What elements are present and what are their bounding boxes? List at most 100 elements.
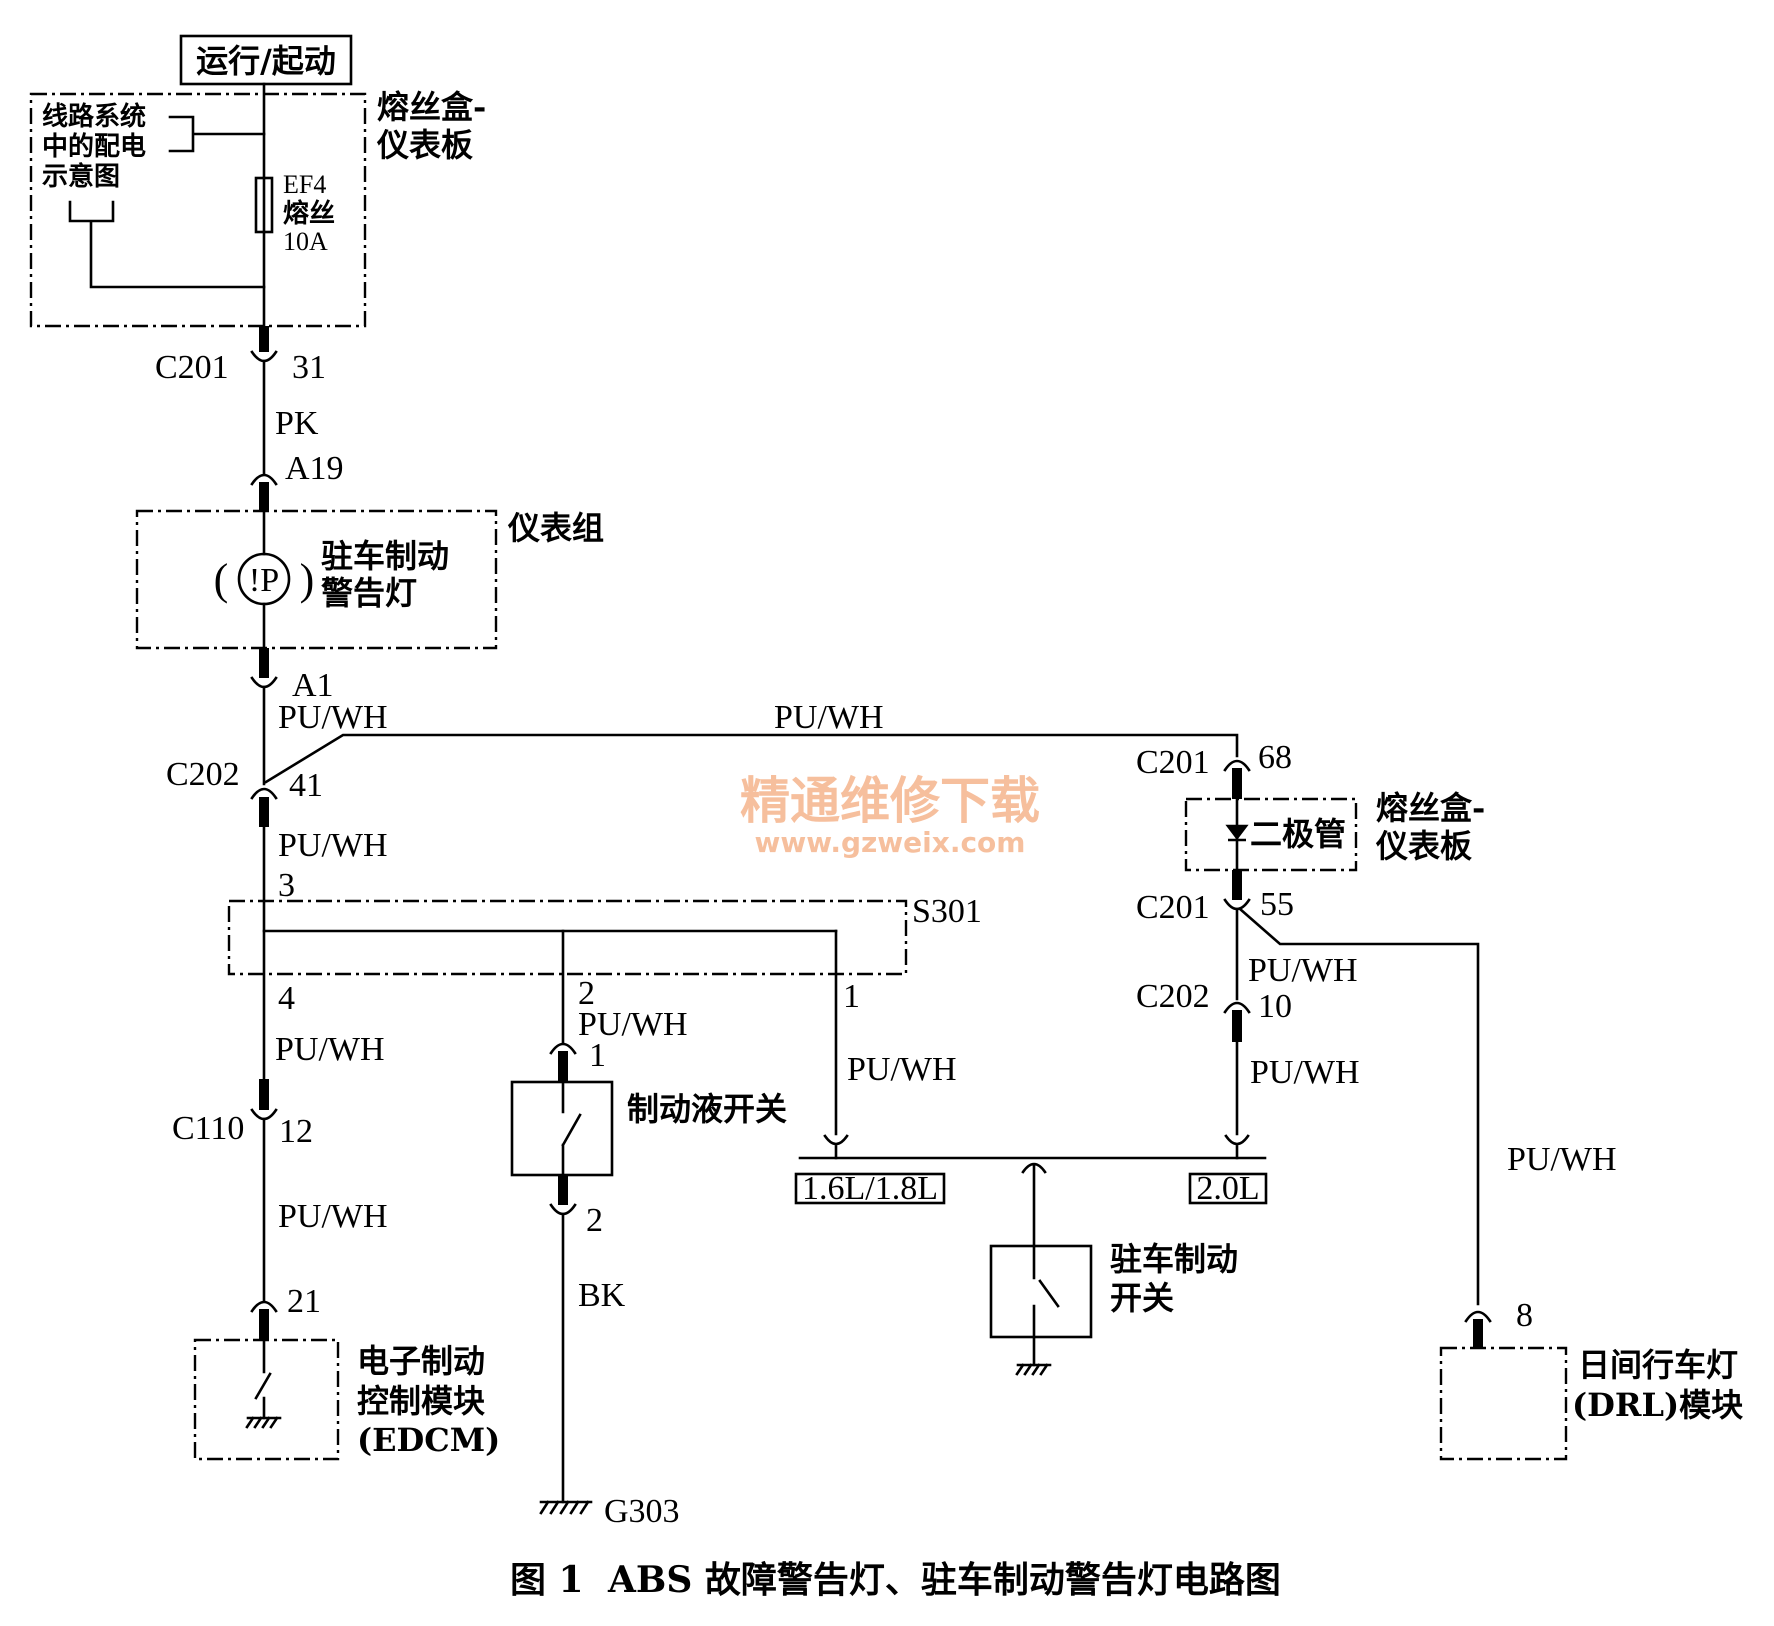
power-note-line2: 中的配电: [42, 131, 146, 162]
wire-label-4: PU/WH: [578, 1006, 688, 1043]
edcm-switch-icon: [254, 1338, 272, 1420]
lamp-label-line1: 驻车制动: [321, 537, 449, 575]
ground-g303-label: G303: [604, 1493, 680, 1530]
c202-left-name: C202: [166, 756, 240, 793]
wire-label-3: PU/WH: [278, 827, 388, 864]
brake-fluid-switch-icon: [561, 1080, 582, 1177]
drl-outline: [1439, 1346, 1568, 1461]
watermark-line1: 精通维修下载: [740, 772, 1040, 830]
connector-cap: [1223, 1001, 1251, 1014]
connector-cap: [250, 787, 278, 800]
connector-cup: [250, 1108, 278, 1121]
watermark-line2: www.gzweix.com: [755, 826, 1026, 859]
ground-g303-icon: [539, 1500, 593, 1515]
drl-pin: 8: [1516, 1297, 1533, 1334]
wire-label-6: PU/WH: [847, 1051, 957, 1088]
drl-label-line2: (DRL)模块: [1572, 1386, 1743, 1424]
connector-c110-12: [250, 1079, 278, 1121]
fluid-switch-pin-top: 1: [589, 1037, 606, 1074]
wire-label-10: PU/WH: [1507, 1141, 1617, 1178]
edcm-outline: [193, 1338, 340, 1461]
edcm-label-line3: (EDCM): [357, 1421, 500, 1459]
connector-fluid-switch-1: [549, 1042, 577, 1082]
brake-fluid-switch-label: 制动液开关: [627, 1090, 787, 1128]
cluster-outline: [135, 509, 498, 650]
c202-right-pin: 10: [1258, 988, 1292, 1025]
connector-drl-8: [1464, 1310, 1492, 1348]
fusebox-right-name-line1: 熔丝盒-: [1376, 789, 1485, 827]
connector-pin: [259, 1309, 269, 1340]
option-right-frame: [1188, 1172, 1268, 1205]
option-left-frame: [794, 1172, 946, 1205]
wire-label-5: PU/WH: [275, 1031, 385, 1068]
park-brake-switch-icon: [1032, 1244, 1060, 1367]
connector-pin: [259, 482, 269, 511]
fuse-rating: 10A: [283, 227, 328, 256]
fusebox-top-name-line2: 仪表板: [376, 126, 473, 164]
connector-pin: [558, 1051, 568, 1082]
supply-label: 运行/起动: [196, 42, 336, 80]
power-note-bracket: [168, 115, 266, 153]
fuse-name: 熔丝: [283, 198, 335, 229]
lamp-symbol: !P: [249, 562, 279, 599]
splice-s301-name: S301: [912, 893, 982, 930]
supply-box: [179, 34, 353, 86]
connector-cap: [549, 1042, 577, 1055]
c202-left-pin: 41: [289, 767, 323, 804]
lamp-left-paren: (: [214, 555, 229, 604]
splice-pin-park: 1: [843, 978, 860, 1015]
c201-top-pin: 31: [292, 349, 326, 386]
fuse-id: EF4: [283, 170, 326, 199]
park-brake-ground-icon: [1015, 1363, 1052, 1376]
park-brake-switch-box: [989, 1244, 1093, 1339]
connector-cup: [250, 350, 278, 363]
diode-icon: [1225, 824, 1249, 842]
lamp-label-line2: 警告灯: [321, 574, 417, 612]
connector-pin: [1473, 1319, 1483, 1348]
connector-c202-10: [1223, 1001, 1251, 1042]
edcm-pin: 21: [287, 1283, 321, 1320]
connector-c201-31: [250, 326, 278, 363]
connector-pin: [259, 1079, 269, 1110]
connector-pin: [558, 1175, 568, 1205]
connector-cap: [1464, 1310, 1492, 1323]
connector-pin: [1232, 870, 1242, 900]
power-note-line1: 线路系统: [42, 101, 146, 132]
park-switch-jumper: [1021, 1162, 1047, 1248]
c201-right-in-name: C201: [1136, 744, 1210, 781]
fusebox-top-name-line1: 熔丝盒-: [377, 88, 486, 126]
fusebox-top-outline: [29, 92, 367, 328]
connector-pin: [1232, 768, 1242, 799]
park-brake-switch-label-line2: 开关: [1110, 1279, 1174, 1317]
connector-c202-41: [250, 787, 278, 827]
edcm-label-line2: 控制模块: [357, 1382, 485, 1420]
caption-number: 图 1: [510, 1559, 584, 1601]
fusebox-right-outline: [1184, 797, 1358, 872]
connector-cap: [250, 473, 278, 486]
fusebox-right-name-line2: 仪表板: [1375, 827, 1472, 865]
connector-pin: [259, 326, 269, 352]
option-right-jumper: [1224, 1134, 1250, 1160]
power-note-line3: 示意图: [42, 161, 120, 192]
fuse-ef4: [254, 176, 274, 234]
connector-c201-68: [1223, 759, 1251, 799]
connector-c201-55: [1223, 870, 1251, 911]
cluster-name: 仪表组: [507, 509, 604, 547]
wire-label-7: PU/WH: [1248, 952, 1358, 989]
c202-right-name: C202: [1136, 978, 1210, 1015]
connector-cap: [1223, 759, 1251, 772]
fluid-switch-pin-bottom: 2: [586, 1202, 603, 1239]
splice-s301-outline: [227, 899, 908, 976]
connector-edcm-21: [250, 1300, 278, 1340]
c201-right-out-name: C201: [1136, 889, 1210, 926]
connector-cup: [1223, 898, 1251, 911]
connector-cup: [549, 1203, 577, 1216]
wire-to-drl: [1238, 907, 1480, 1306]
c110-pin: 12: [279, 1113, 313, 1150]
caption-text: ABS 故障警告灯、驻车制动警告灯电路图: [607, 1559, 1281, 1601]
connector-pin: [259, 648, 269, 678]
c110-name: C110: [172, 1110, 244, 1147]
c201-right-out-pin: 55: [1260, 886, 1294, 923]
splice-pin-edcm: 4: [278, 980, 295, 1017]
park-brake-switch-label-line1: 驻车制动: [1110, 1240, 1238, 1278]
